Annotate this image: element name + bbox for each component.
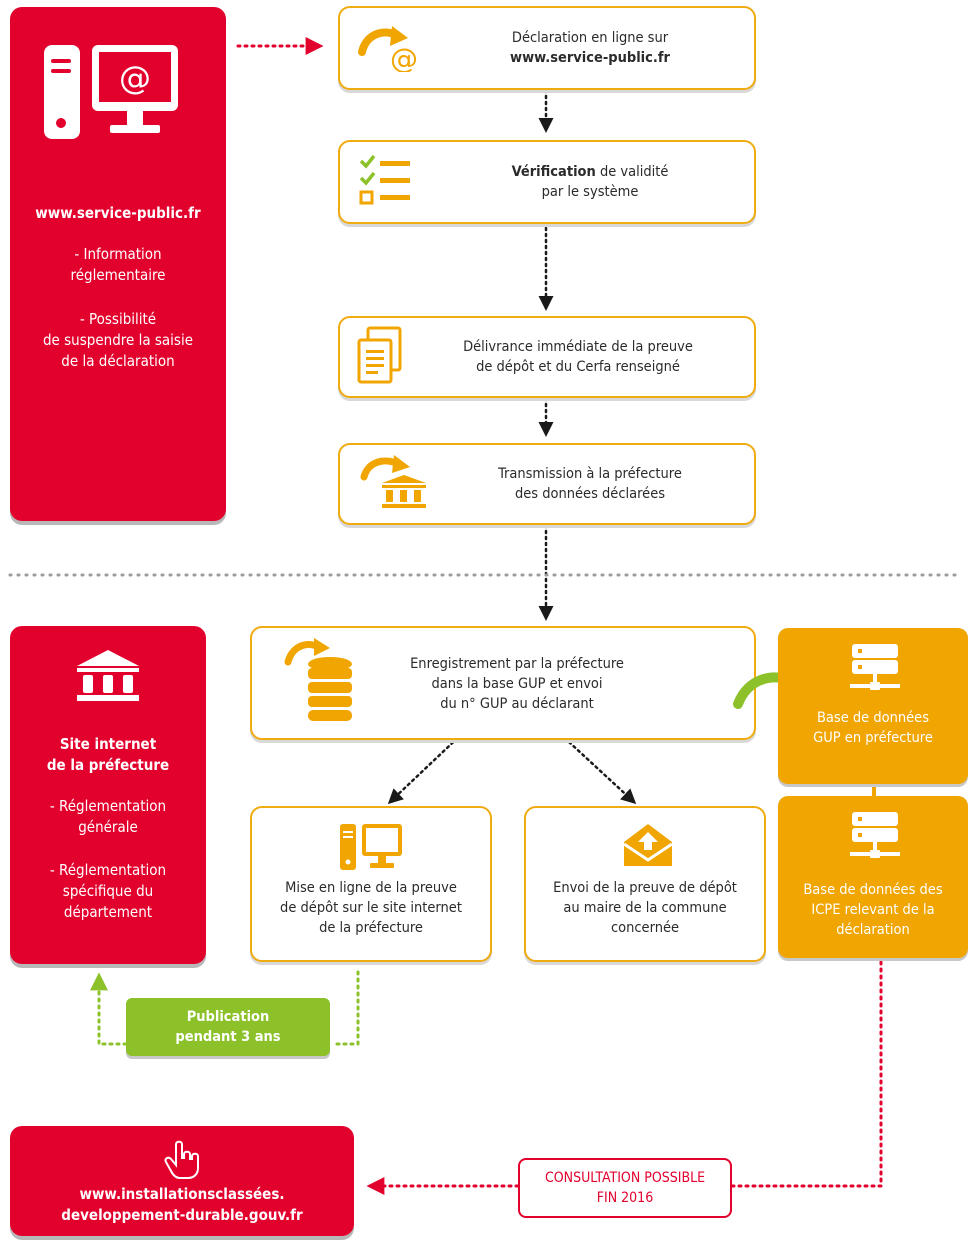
regl-line-2: générale bbox=[78, 818, 138, 836]
prefecture-building-icon bbox=[77, 650, 139, 701]
service-public-url[interactable]: www.service-public.fr bbox=[35, 204, 201, 222]
db-icpe-panel: Base de données des ICPE relevant de la … bbox=[778, 796, 968, 958]
verification-line-2: par le système bbox=[541, 184, 639, 200]
mise-en-ligne-line-1: Mise en ligne de la preuve bbox=[285, 880, 457, 896]
enregistrement-line-2: dans la base GUP et envoi bbox=[431, 676, 603, 692]
arrow-enregistrement-to-envoi bbox=[554, 728, 637, 805]
installations-url-2[interactable]: developpement-durable.gouv.fr bbox=[61, 1206, 303, 1224]
server-icon bbox=[850, 644, 900, 690]
publication-line-2: pendant 3 ans bbox=[175, 1029, 281, 1045]
info-line-2: réglementaire bbox=[70, 266, 166, 284]
publication-line-1: Publication bbox=[186, 1009, 270, 1025]
prefecture-title-2: de la préfecture bbox=[46, 756, 170, 774]
documents-icon bbox=[357, 326, 402, 384]
step-delivrance: Délivrance immédiate de la preuve de dép… bbox=[338, 316, 756, 398]
pointer-hand-icon bbox=[164, 1140, 199, 1179]
transmission-line-2: des données déclarées bbox=[514, 486, 666, 502]
mise-en-ligne-line-2: de dépôt sur le site internet bbox=[280, 900, 462, 916]
prefecture-title-1: Site internet bbox=[59, 735, 157, 753]
email-at-icon: @ bbox=[358, 26, 418, 72]
delivrance-line-1: Délivrance immédiate de la preuve bbox=[463, 339, 693, 355]
verification-rest: de validité bbox=[595, 164, 669, 180]
spec-line-2: spécifique du bbox=[62, 882, 154, 900]
svg-text:@: @ bbox=[390, 42, 418, 72]
step-verification: Vérification de validité par le système bbox=[338, 140, 756, 224]
transfer-prefecture-icon bbox=[360, 455, 426, 508]
db-gup-line-2: GUP en préfecture bbox=[813, 730, 933, 746]
arrow-enregistrement-to-mise-en-ligne bbox=[387, 728, 468, 805]
publication-connector-right bbox=[330, 970, 360, 1046]
suspend-line-1: - Possibilité bbox=[79, 310, 157, 328]
publication-connector-left bbox=[90, 972, 128, 1046]
envoi-line-3: concernée bbox=[610, 920, 680, 936]
computer-icon bbox=[340, 824, 402, 870]
transmission-line-1: Transmission à la préfecture bbox=[498, 466, 682, 482]
step-mise-en-ligne: Mise en ligne de la preuve de dépôt sur … bbox=[250, 806, 492, 962]
enregistrement-line-1: Enregistrement par la préfecture bbox=[410, 656, 624, 672]
envoi-line-1: Envoi de la preuve de dépôt bbox=[553, 880, 737, 896]
step-envoi: Envoi de la preuve de dépôt au maire de … bbox=[524, 806, 766, 962]
suspend-line-2: de suspendre la saisie bbox=[42, 331, 194, 349]
consultation-path-right bbox=[728, 960, 883, 1188]
db-icpe-line-3: déclaration bbox=[836, 922, 910, 938]
prefecture-site-panel: Site internet de la préfecture - Régleme… bbox=[10, 626, 206, 964]
spec-line-1: - Réglementation bbox=[49, 861, 167, 879]
db-icpe-line-1: Base de données des bbox=[803, 882, 943, 898]
step-declaration: @ Déclaration en ligne sur www.service-p… bbox=[338, 6, 756, 90]
svg-text:@: @ bbox=[119, 59, 151, 97]
info-line-1: - Information bbox=[74, 245, 162, 263]
step-enregistrement: Enregistrement par la préfecture dans la… bbox=[250, 626, 756, 740]
consultation-line-1: CONSULTATION POSSIBLE bbox=[544, 1170, 706, 1186]
consultation-badge: CONSULTATION POSSIBLE FIN 2016 bbox=[518, 1158, 732, 1218]
installations-panel: www.installationsclassées. developpement… bbox=[10, 1126, 354, 1236]
envoi-line-2: au maire de la commune bbox=[563, 900, 727, 916]
declaration-line-1: Déclaration en ligne sur bbox=[511, 30, 669, 46]
service-public-panel: @ www.service-public.fr - Information ré… bbox=[10, 7, 226, 521]
verification-line-1: Vérification de validité bbox=[430, 162, 750, 182]
db-gup-panel: Base de données GUP en préfecture bbox=[778, 628, 968, 784]
db-icpe-line-2: ICPE relevant de la bbox=[811, 902, 935, 918]
delivrance-line-2: de dépôt et du Cerfa renseigné bbox=[476, 359, 680, 375]
database-icon bbox=[284, 638, 352, 721]
regl-line-1: - Réglementation bbox=[49, 797, 167, 815]
spec-line-3: département bbox=[63, 903, 153, 921]
enregistrement-line-3: du n° GUP au déclarant bbox=[440, 696, 594, 712]
verification-bold: Vérification bbox=[511, 164, 596, 180]
mise-en-ligne-line-3: de la préfecture bbox=[319, 920, 423, 936]
step-transmission: Transmission à la préfecture des données… bbox=[338, 443, 756, 525]
computer-at-icon: @ bbox=[44, 45, 178, 139]
mail-send-icon bbox=[623, 824, 673, 866]
db-gup-line-1: Base de données bbox=[816, 710, 930, 726]
suspend-line-3: de la déclaration bbox=[61, 352, 175, 370]
server-icon bbox=[850, 812, 900, 858]
checklist-icon bbox=[359, 154, 410, 205]
installations-url-1[interactable]: www.installationsclassées. bbox=[79, 1185, 285, 1203]
consultation-line-2: FIN 2016 bbox=[596, 1190, 654, 1206]
declaration-url[interactable]: www.service-public.fr bbox=[510, 50, 670, 66]
publication-badge: Publication pendant 3 ans bbox=[126, 998, 330, 1056]
